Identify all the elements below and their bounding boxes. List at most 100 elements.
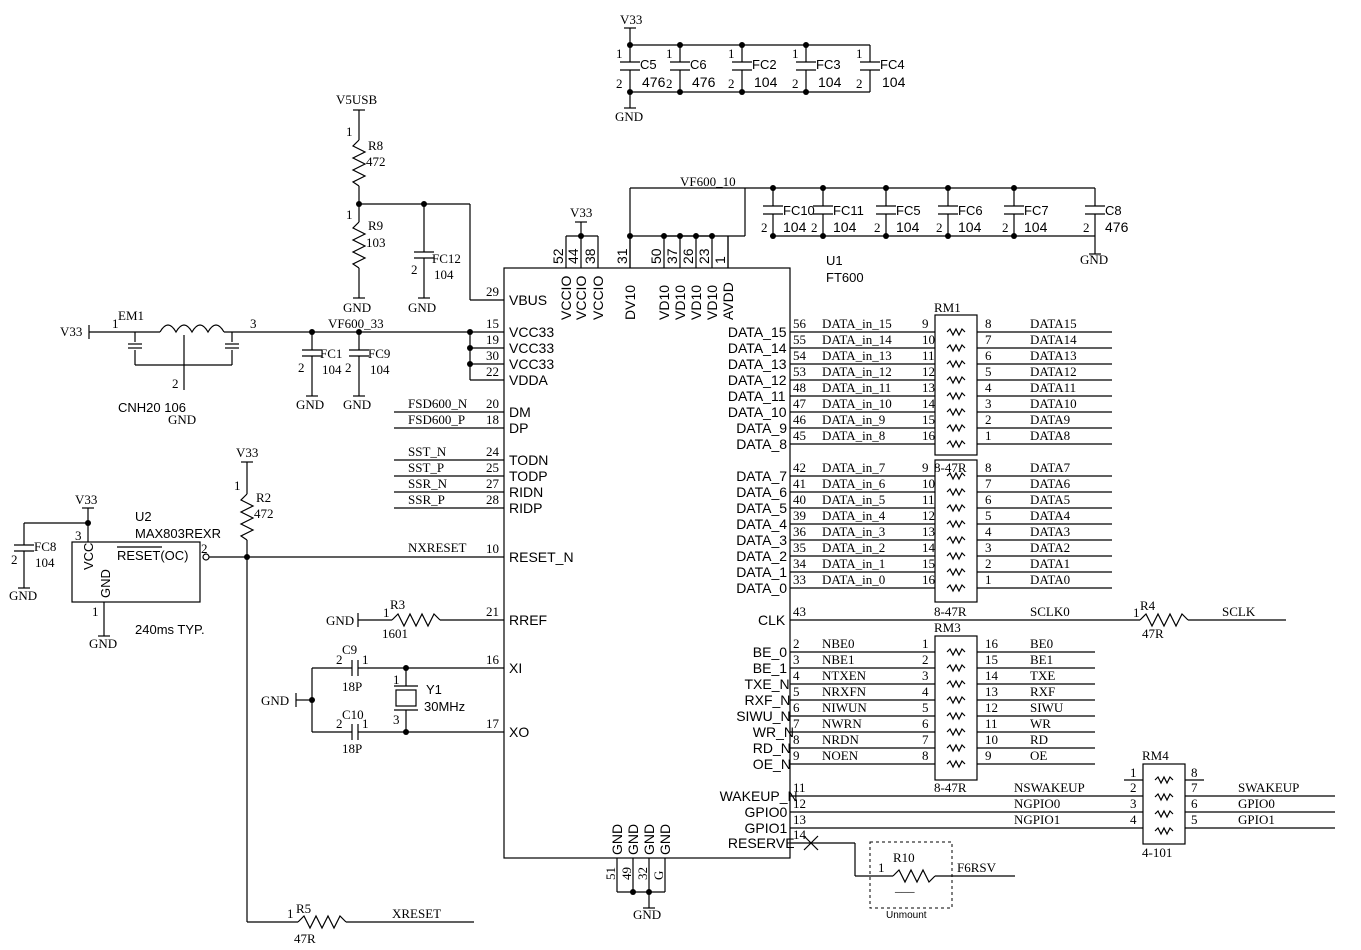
u1-right-net: NTXEN [822,668,867,683]
u1-left-pin-num: 18 [486,412,499,427]
u1-bottom-gnd: GND [616,858,666,922]
array-resistor-element [946,503,966,513]
resistor-arrays: RM1 8-47R 8-47R RM3 8-47R RM4 4-101 1 8 [934,300,1204,860]
top-decoupling-group: V33 GND C547612C647612FC210412FC310412FC… [615,12,906,124]
fc8-pin2: 2 [11,552,18,567]
array-resistor-element [946,391,966,401]
u1-misc-net: NSWAKEUP [1014,780,1085,795]
rm-out-net: DATA8 [1030,428,1070,443]
rm-in-pin: 9 [922,460,929,475]
r10-pin1: 1 [878,860,885,875]
rm-out-pin: 3 [985,396,992,411]
gnd-fc9: GND [343,397,371,412]
u1-right-net: NRDN [822,732,859,747]
top-cap-value: 104 [882,74,906,90]
array-resistor-element [946,551,966,561]
r8-value: 472 [366,154,386,169]
r4-ref: R4 [1140,598,1156,613]
r10-ref: R10 [893,850,915,865]
net-v33-em1: V33 [60,324,82,339]
u1-left-pin-name: TODP [509,468,548,484]
u1-right-pin-name: DATA_13 [728,356,787,372]
rref-crystal-group: GND 1 R3 1601 GND 2 1 C9 18P 2 1 C10 18P… [261,597,504,756]
u1-left-pin-num: 29 [486,284,499,299]
rm-out-net: OE [1030,748,1047,763]
u1-right-net: DATA_in_4 [822,508,886,523]
u1-right-pin-num: 41 [793,476,806,491]
top-cap-value: 104 [754,74,778,90]
u1-left-pin-name: TODN [509,452,548,468]
rm4-ref: RM4 [1142,748,1169,763]
rm-out-pin: 8 [985,460,992,475]
rm-out-net: WR [1030,716,1051,731]
vd10-cap-pin2: 2 [811,220,818,235]
u1-right-net: DATA_in_14 [822,332,892,347]
rm-out-pin: 11 [985,716,998,731]
net-vf600-10: VF600_10 [680,174,736,189]
u1-top-pin-name: VD10 [688,285,704,320]
u1-misc-net: NGPIO0 [1014,796,1060,811]
u1-misc-pin-num: 12 [793,796,806,811]
em1-part: CNH20 106 [118,400,186,415]
reserve-group: 1 R10 ___ Unmount F6RSV [790,835,1015,921]
u2-pin1: 1 [92,604,99,619]
array-resistor-element [946,679,966,689]
u1-left-pin-name: DM [509,404,531,420]
u1-top-pin-num: 52 [550,248,566,264]
top-cap-ref: FC4 [880,57,905,72]
u2-reset: RESET(OC) [117,548,189,563]
u2-note: 240ms TYP. [135,622,205,637]
fc1-ref: FC1 [320,346,342,361]
u1-right-pin-num: 8 [793,732,800,747]
rm2-value: 8-47R [934,604,967,619]
vd10-cap-pin2: 2 [761,220,768,235]
u1-left-pin-name: RIDP [509,500,542,516]
u1-right-pin-num: 39 [793,508,806,523]
rm-out-pin: 15 [985,652,998,667]
gnd-u2: GND [89,636,117,651]
array-resistor-element [946,663,966,673]
em1-pin1: 1 [112,316,119,331]
u1-left-pin-name: VCC33 [509,340,554,356]
rm-out-net: DATA12 [1030,364,1077,379]
u2-reset-group: V33 FC8 104 2 GND U2 MAX803REXR 3 VCC GN… [9,445,504,946]
top-cap-pin2: 2 [666,76,673,91]
rm-out-net: DATA2 [1030,540,1070,555]
u1-right-pin-num: 3 [793,652,800,667]
r3-pin1: 1 [383,605,390,620]
u1-right-pin-name: DATA_2 [736,548,787,564]
c10-ref: C10 [342,707,364,722]
u1-left-pin-num: 30 [486,348,499,363]
u1-left-pin-num: 20 [486,396,499,411]
fc12-pin2: 2 [411,262,418,277]
u1-top-pin-num: 50 [648,248,664,264]
u1-right-net: DATA_in_9 [822,412,885,427]
net-xreset: XRESET [392,906,441,921]
u1-left-pin-name: VCC33 [509,324,554,340]
vd10-cap-pin2: 2 [874,220,881,235]
u1-left-net: SST_P [408,460,444,475]
rm-out-net: DATA7 [1030,460,1071,475]
rm-out-pin: 3 [985,540,992,555]
u1-misc-pin-num: 13 [793,812,806,827]
rm-in-pin: 8 [922,748,929,763]
rm-in-pin: 14 [922,396,936,411]
u1-ft600: U1 FT600 52VCCIO44VCCIO38VCCIO31DV1050VD… [394,236,1335,880]
array-resistor-element [1154,775,1174,785]
top-cap-ref: FC3 [816,57,841,72]
u1-right-pin-num: 2 [793,636,800,651]
rm4-pin8: 8 [1191,765,1198,780]
u1-right-pin-num: 33 [793,572,806,587]
u1-top-pin-num: 23 [696,248,712,264]
rm-out-pin: 7 [985,476,992,491]
u1-left-pin-name: XI [509,660,522,676]
u1-right-net: DATA_in_0 [822,572,885,587]
vd10-cap-ref: FC6 [958,203,983,218]
u1-top-pin-num: 37 [664,248,680,264]
u1-right-pin-name: DATA_1 [736,564,787,580]
rm-out-pin: 16 [985,636,999,651]
array-resistor-element [1154,809,1174,819]
u1-left-pin-num: 15 [486,316,499,331]
fc9-value: 104 [370,362,390,377]
u1-right-net: DATA_in_5 [822,492,885,507]
